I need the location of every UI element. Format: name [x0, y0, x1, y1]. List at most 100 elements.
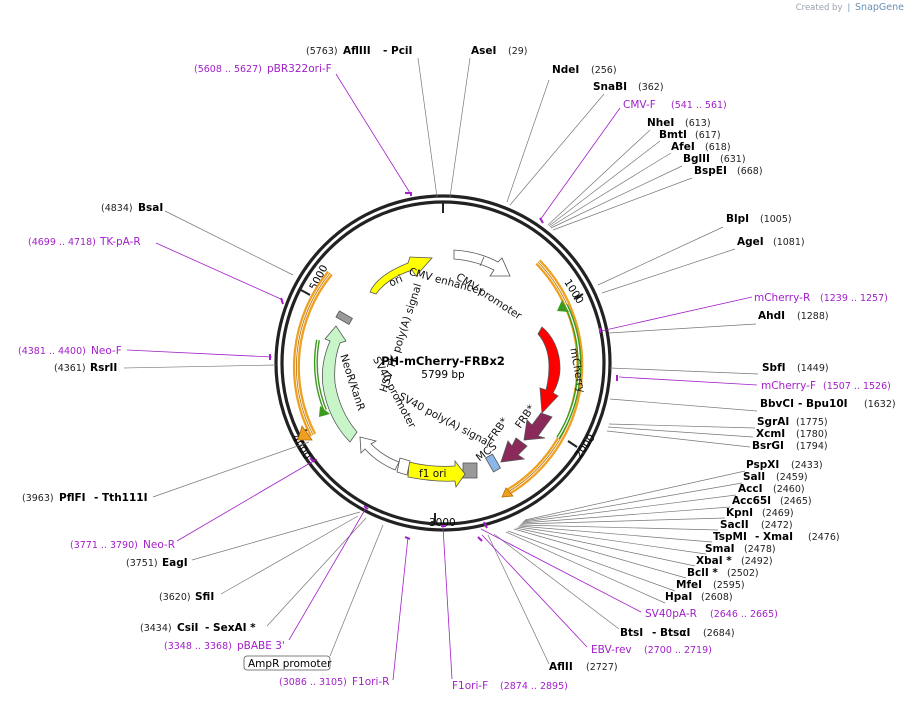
- site-snabi-pos: (362): [638, 82, 664, 93]
- site-bmti-pos: (617): [695, 130, 721, 141]
- site-bspei-pos: (668): [737, 166, 763, 177]
- site-pspxi-name: PspXI: [746, 459, 779, 471]
- site-xbai-pos: (2492): [741, 556, 773, 567]
- cmv-promoter-text: CMV promoter: [454, 271, 525, 323]
- site-sali-name: SalI: [743, 471, 765, 483]
- site-xbai-name: XbaI *: [696, 555, 732, 567]
- site-aflii-name: AflII: [549, 661, 573, 673]
- primer-sv40par-name: SV40pA-R: [645, 608, 697, 620]
- site-sgrai-pos: (1775): [796, 417, 828, 428]
- mcherry-label: mCherry: [567, 347, 587, 394]
- ori-arrow: [369, 256, 433, 295]
- site-pflfi-pos: (3963): [22, 493, 54, 504]
- primer-marks: [269, 192, 618, 542]
- primer-mcherryr-pos: (1239 .. 1257): [820, 293, 888, 304]
- site-afei-pos: (618): [705, 142, 731, 153]
- credit-prefix: Created by: [795, 3, 843, 13]
- site-bglii-name: BglII: [683, 153, 710, 165]
- site-mfei-name: MfeI: [676, 579, 702, 591]
- site-afliii-pos: (5763): [306, 46, 338, 57]
- site-hpai-name: HpaI: [665, 591, 692, 603]
- sv40-small-box: [396, 457, 411, 476]
- snapgene-logo-icon: ❘: [845, 3, 853, 13]
- site-csii-pos: (3434): [140, 623, 172, 634]
- site-acc65i-name: Acc65I: [732, 495, 771, 507]
- tick-1000: [573, 293, 584, 300]
- f1-ori-arrow: [407, 459, 466, 489]
- site-sfii-name: SfiI: [195, 591, 214, 603]
- primer-ebvrev-name: EBV-rev: [591, 644, 632, 656]
- green-arcs: [314, 300, 582, 440]
- primer-pbr322ori-pos: (5608 .. 5627): [194, 64, 262, 75]
- cmv-enhancer-arrow: [453, 249, 511, 277]
- site-afliii-name: AflIII: [343, 45, 371, 57]
- site-csii-alt: - SexAI *: [205, 622, 256, 634]
- frb2-arrow: [500, 437, 528, 463]
- site-sacii-name: SacII: [720, 519, 749, 531]
- plasmid-size: 5799 bp: [421, 369, 465, 381]
- site-bcli-name: BclI *: [687, 567, 718, 579]
- ori-label: ori: [387, 273, 404, 290]
- site-bbvci-alt: - Bpu10I: [798, 398, 848, 410]
- site-asei-pos: (29): [508, 46, 528, 57]
- site-sacii-pos: (2472): [761, 520, 793, 531]
- site-eagi-pos: (3751): [126, 558, 158, 569]
- site-xcmi-name: XcmI: [756, 428, 785, 440]
- snapgene-credit: Created by ❘ SnapGene: [796, 2, 904, 13]
- site-agei-pos: (1081): [773, 237, 805, 248]
- primer-sv40par-pos: (2646 .. 2665): [710, 609, 778, 620]
- site-pflfi-name: PflFI: [59, 492, 86, 504]
- primer-tkpar-name: TK-pA-R: [99, 236, 141, 248]
- primer-f1orif-pos: (2874 .. 2895): [500, 681, 568, 692]
- site-tspmi-name: TspMI: [713, 531, 747, 543]
- plasmid-title: PH-mCherry-FRBx2 5799 bp: [381, 354, 505, 381]
- site-bcli-pos: (2502): [727, 568, 759, 579]
- primer-f1orir-name: F1ori-R: [352, 676, 389, 688]
- site-blpi-name: BlpI: [726, 213, 749, 225]
- primer-pbabe3-pos: (3348 .. 3368): [164, 641, 232, 652]
- neo-text: NeoR/KanR: [337, 353, 367, 413]
- site-kpni-name: KpnI: [726, 507, 753, 519]
- site-bsrgi-name: BsrGI: [752, 440, 784, 452]
- primer-cmvf-pos: (541 .. 561): [671, 100, 727, 111]
- f1-ori-label: f1 ori: [419, 468, 446, 480]
- site-rsrii-name: RsrII: [90, 362, 117, 374]
- site-rsrii-pos: (4361): [54, 363, 86, 374]
- site-csii-name: CsiI: [177, 622, 198, 634]
- site-hpai-pos: (2608): [701, 592, 733, 603]
- site-ahdi-pos: (1288): [797, 311, 829, 322]
- site-aflii-pos: (2727): [586, 662, 618, 673]
- neo-arrow: [322, 325, 358, 443]
- site-pspxi-pos: (2433): [791, 460, 823, 471]
- site-acci-pos: (2460): [773, 484, 805, 495]
- frb1-arrow: [523, 412, 553, 441]
- primer-labels: (5608 .. 5627) pBR322ori-F CMV-F (541 ..…: [18, 63, 891, 692]
- site-afei-name: AfeI: [671, 141, 695, 153]
- ampr-promoter-box: AmpR promoter: [243, 655, 332, 671]
- site-nhei-pos: (613): [685, 118, 711, 129]
- mcs-box: [484, 453, 502, 473]
- primer-mcherryf-pos: (1507 .. 1526): [823, 381, 891, 392]
- site-bbvci-pos: (1632): [864, 399, 896, 410]
- site-bglii-pos: (631): [720, 154, 746, 165]
- primer-tkpar-pos: (4699 .. 4718): [28, 237, 96, 248]
- site-smai-pos: (2478): [744, 544, 776, 555]
- primer-f1orir-pos: (3086 .. 3105): [279, 677, 347, 688]
- primer-pbr322ori-name: pBR322ori-F: [267, 63, 332, 75]
- site-bsai-name: BsaI: [138, 202, 163, 214]
- sv40-promoter-arrow: [359, 436, 400, 471]
- primer-neor-name: Neo-R: [143, 539, 175, 551]
- site-eagi-name: EagI: [162, 557, 188, 569]
- ampr-promoter-label: AmpR promoter: [248, 658, 332, 670]
- site-afliii-alt: - PciI: [383, 45, 412, 57]
- primer-cmvf-name: CMV-F: [623, 99, 656, 111]
- tick-2000: [567, 440, 578, 448]
- primer-ebvrev-pos: (2700 .. 2719): [644, 645, 712, 656]
- site-tspmi-alt: - XmaI: [755, 531, 793, 543]
- site-btsi-name: BtsI: [620, 627, 643, 639]
- site-ahdi-name: AhdI: [758, 310, 785, 322]
- primer-leader-lines: [126, 73, 758, 681]
- site-asei-name: AseI: [471, 45, 496, 57]
- hsv-tk-box: [335, 310, 353, 326]
